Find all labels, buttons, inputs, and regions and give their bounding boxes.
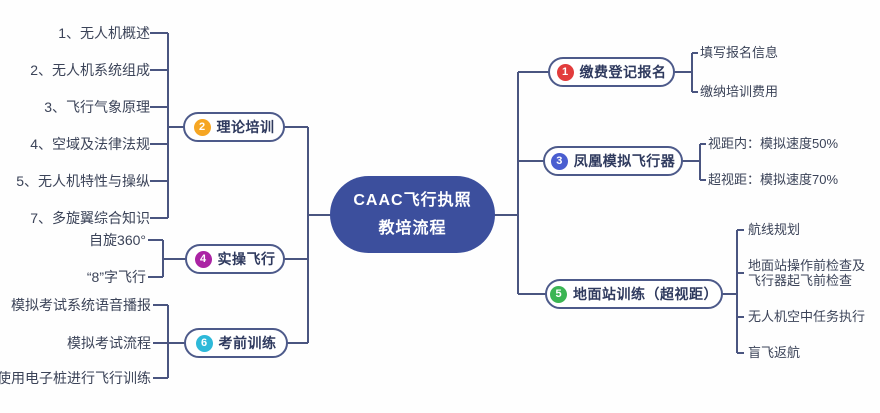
leaf-item-registration-1: 填写报名信息: [700, 45, 779, 60]
branch-label: 考前训练: [218, 335, 277, 351]
leaf-item-simulator-1: 视距内：模拟速度50%: [708, 136, 839, 151]
branch-node-ground-station-training: 5 地面站训练（超视距）: [545, 279, 723, 309]
branch-node-phoenix-simulator: 3 凤凰模拟飞行器: [543, 146, 683, 176]
branch-label: 理论培训: [216, 119, 275, 135]
leaf-item-theory-4: 4、空域及法律法规: [30, 136, 150, 152]
leaf-item-practical-1: 自旋360°: [89, 232, 146, 248]
branch-number-badge: 6: [195, 334, 213, 352]
leaf-item-preexam-3: 使用电子桩进行飞行训练: [0, 370, 151, 386]
branch-node-theory-training: 2 理论培训: [183, 112, 285, 142]
branch-number-badge: 2: [193, 118, 211, 136]
leaf-item-theory-5: 5、无人机特性与操纵: [16, 173, 150, 189]
leaf-item-theory-2: 2、无人机系统组成: [30, 62, 150, 78]
branch-node-pre-exam-training: 6 考前训练: [184, 328, 288, 358]
center-node: CAAC飞行执照 教培流程: [330, 176, 495, 253]
branch-number-badge: 4: [194, 250, 212, 268]
leaf-item-groundstation-4: 盲飞返航: [748, 345, 801, 360]
leaf-item-preexam-1: 模拟考试系统语音播报: [11, 297, 151, 313]
leaf-item-groundstation-3: 无人机空中任务执行: [748, 309, 866, 324]
leaf-item-theory-6: 7、多旋翼综合知识: [30, 210, 150, 226]
branch-label: 地面站训练（超视距）: [573, 286, 718, 302]
leaf-item-theory-3: 3、飞行气象原理: [44, 99, 150, 115]
leaf-item-registration-2: 缴纳培训费用: [700, 84, 779, 99]
branch-number-badge: 3: [550, 152, 568, 170]
leaf-item-groundstation-2: 地面站操作前检查及 飞行器起飞前检查: [748, 258, 866, 288]
center-node-line1: CAAC飞行执照: [353, 191, 472, 209]
branch-number-badge: 1: [556, 63, 574, 81]
leaf-item-practical-2: “8”字飞行: [86, 269, 146, 285]
branch-label: 实操飞行: [217, 251, 276, 267]
leaf-item-preexam-2: 模拟考试流程: [67, 335, 151, 351]
branch-node-practical-flight: 4 实操飞行: [185, 244, 285, 274]
center-node-line2: 教培流程: [378, 219, 447, 237]
branch-label: 缴费登记报名: [579, 64, 667, 80]
branch-number-badge: 5: [550, 285, 567, 303]
leaf-item-theory-1: 1、无人机概述: [58, 25, 150, 41]
leaf-item-simulator-2: 超视距：模拟速度70%: [708, 172, 839, 187]
branch-node-registration: 1 缴费登记报名: [548, 57, 675, 87]
leaf-item-groundstation-1: 航线规划: [748, 222, 801, 237]
branch-label: 凤凰模拟飞行器: [573, 153, 676, 169]
